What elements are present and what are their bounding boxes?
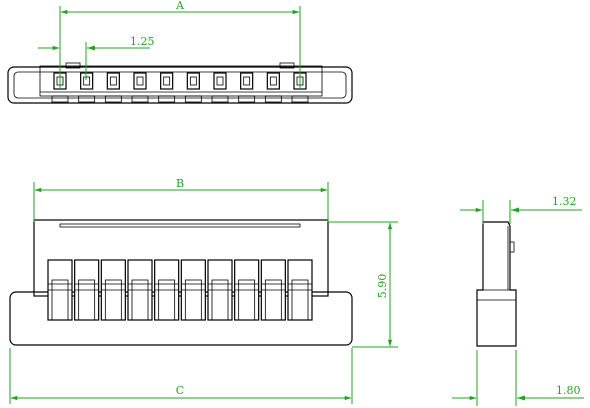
dimension-pitch-label: 1.25 bbox=[130, 35, 155, 48]
top-pin-contact bbox=[163, 76, 171, 86]
dimension-height-label: 5.90 bbox=[376, 274, 389, 299]
dimension-pitch: 1.25 bbox=[38, 35, 155, 80]
top-pin-tail bbox=[184, 95, 202, 103]
top-pin-cavity bbox=[133, 72, 147, 90]
top-pin-tail bbox=[211, 95, 229, 103]
top-view-housing bbox=[39, 65, 323, 97]
front-pin-contact bbox=[211, 279, 229, 321]
dimension-height: 5.90 bbox=[328, 221, 398, 348]
top-pin-contact bbox=[216, 76, 224, 86]
top-pin-tail bbox=[51, 95, 69, 103]
top-pin-contact bbox=[189, 76, 197, 86]
top-view-latch-left bbox=[65, 62, 81, 69]
front-pin-contact bbox=[158, 279, 176, 321]
top-view-latch-right bbox=[279, 62, 295, 69]
front-pin-contact bbox=[291, 279, 309, 321]
top-pin-cavity bbox=[160, 72, 174, 90]
top-pin-cavity bbox=[106, 72, 120, 90]
side-view-outline bbox=[476, 221, 517, 347]
top-pin-contact bbox=[83, 76, 91, 86]
front-view-pins bbox=[47, 259, 313, 321]
dimension-side-bottom: 1.80 bbox=[452, 350, 584, 406]
top-pin-contact bbox=[136, 76, 144, 86]
front-view-top-slot bbox=[59, 223, 301, 228]
front-pin-contact bbox=[238, 279, 256, 321]
top-pin-tail bbox=[264, 95, 282, 103]
top-pin-contact bbox=[269, 76, 277, 86]
side-view-latch bbox=[509, 241, 515, 253]
dimension-a: A bbox=[59, 0, 301, 90]
top-pin-cavity bbox=[213, 72, 227, 90]
top-pin-cavity bbox=[266, 72, 280, 90]
front-pin-contact bbox=[264, 279, 282, 321]
top-pin-cavity bbox=[80, 72, 94, 90]
dimension-b-label: B bbox=[176, 177, 184, 190]
top-pin-tail bbox=[131, 95, 149, 103]
top-pin-cavity bbox=[240, 72, 254, 90]
front-pin-contact bbox=[104, 279, 122, 321]
dimension-c-label: C bbox=[176, 384, 184, 397]
front-view bbox=[9, 219, 353, 346]
top-view-inner-outline bbox=[13, 71, 347, 99]
dimension-c: C bbox=[9, 348, 353, 404]
top-pin-tail bbox=[238, 95, 256, 103]
top-pin-contact bbox=[243, 76, 251, 86]
dimension-a-label: A bbox=[175, 0, 185, 12]
front-pin-contact bbox=[51, 279, 69, 321]
top-pin-tail bbox=[104, 95, 122, 103]
top-pin-cavity bbox=[186, 72, 200, 90]
dimension-side-bottom-label: 1.80 bbox=[556, 384, 581, 397]
top-view-outline bbox=[7, 66, 353, 104]
dimension-side-top: 1.32 bbox=[460, 195, 582, 224]
side-view bbox=[476, 221, 517, 347]
top-pin-tail bbox=[78, 95, 96, 103]
top-pin-contact bbox=[109, 76, 117, 86]
front-pin-contact bbox=[78, 279, 96, 321]
dimension-side-top-label: 1.32 bbox=[552, 195, 577, 208]
top-pin-tail bbox=[291, 95, 309, 103]
top-view bbox=[7, 62, 353, 104]
front-pin-contact bbox=[184, 279, 202, 321]
dimension-b: B bbox=[33, 177, 329, 222]
front-pin-contact bbox=[131, 279, 149, 321]
top-pin-tail bbox=[158, 95, 176, 103]
